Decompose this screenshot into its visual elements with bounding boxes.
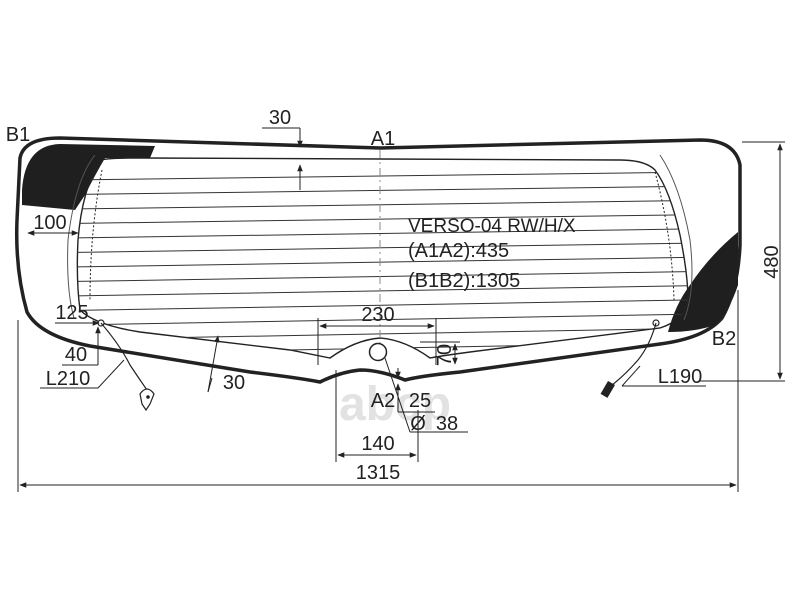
dim-l190-pointer [621, 365, 641, 387]
left-connector [139, 388, 155, 412]
dim-l210: L210 [46, 368, 91, 390]
heating-line [77, 299, 689, 311]
heating-frame [76, 157, 689, 359]
heating-line [77, 285, 689, 297]
dim-l190: L190 [658, 366, 703, 388]
left-inner-trim [67, 154, 96, 319]
dim-125: 125 [55, 302, 88, 324]
left-connector-pin [146, 395, 150, 399]
left-wire [100, 322, 148, 391]
right-connector [600, 380, 615, 398]
heating-line [77, 185, 689, 195]
right-wire [611, 322, 657, 386]
model-a1a2: (A1A2):435 [408, 240, 509, 262]
heating-line [77, 270, 689, 282]
dim-30-bottom-line [207, 335, 220, 393]
dim-70: 70 [434, 344, 456, 366]
dim-38-pointer [384, 357, 411, 433]
heating-line [77, 313, 689, 326]
heating-line [77, 228, 689, 239]
label-a1: A1 [371, 128, 395, 150]
dim-140: 140 [361, 433, 394, 455]
dim-top-30: 30 [269, 107, 291, 129]
model-name: VERSO-04 RW/H/X [408, 216, 576, 237]
dim-30-bottom-tick [207, 377, 213, 393]
dim-30-bottom: 30 [223, 372, 245, 394]
heating-grid [77, 171, 689, 355]
heating-line [77, 242, 689, 253]
glass-outline [14, 136, 742, 384]
model-b1b2: (B1B2):1305 [408, 270, 520, 292]
right-inner-trim [659, 154, 693, 321]
washer-hole [368, 342, 388, 362]
heating-line [77, 214, 689, 224]
heating-line [77, 256, 689, 268]
heating-line [77, 171, 689, 181]
heating-line [77, 199, 689, 210]
dim-100: 100 [33, 212, 66, 234]
dim-l210-pointer [97, 359, 125, 389]
dim-480: 480 [761, 245, 783, 278]
dim-25: 25 [409, 390, 431, 412]
dim-40: 40 [65, 344, 87, 366]
left-busbar [89, 169, 103, 301]
dim-230: 230 [361, 304, 394, 326]
label-a2: A2 [371, 390, 395, 412]
b1-tint-corner [22, 144, 155, 210]
dim-38: 38 [436, 413, 458, 435]
dim-1315: 1315 [356, 462, 401, 484]
right-busbar [654, 171, 675, 301]
label-b2: B2 [712, 328, 736, 350]
label-b1: B1 [6, 124, 30, 146]
